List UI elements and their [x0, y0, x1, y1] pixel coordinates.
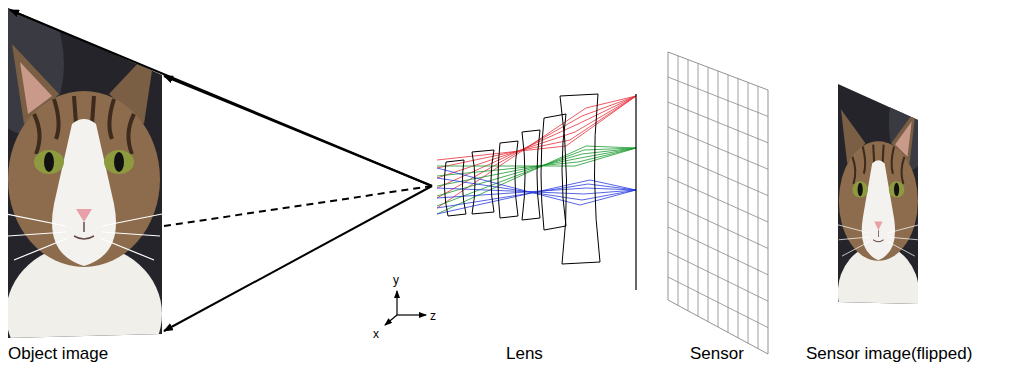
axis-label: z — [430, 309, 436, 323]
sensor-label: Sensor — [690, 344, 744, 364]
sensor-image-label: Sensor image(flipped) — [806, 344, 972, 364]
axis-label: y — [393, 273, 399, 287]
axis-label: x — [373, 327, 379, 341]
lens-label: Lens — [506, 344, 543, 364]
object-label: Object image — [8, 344, 108, 364]
